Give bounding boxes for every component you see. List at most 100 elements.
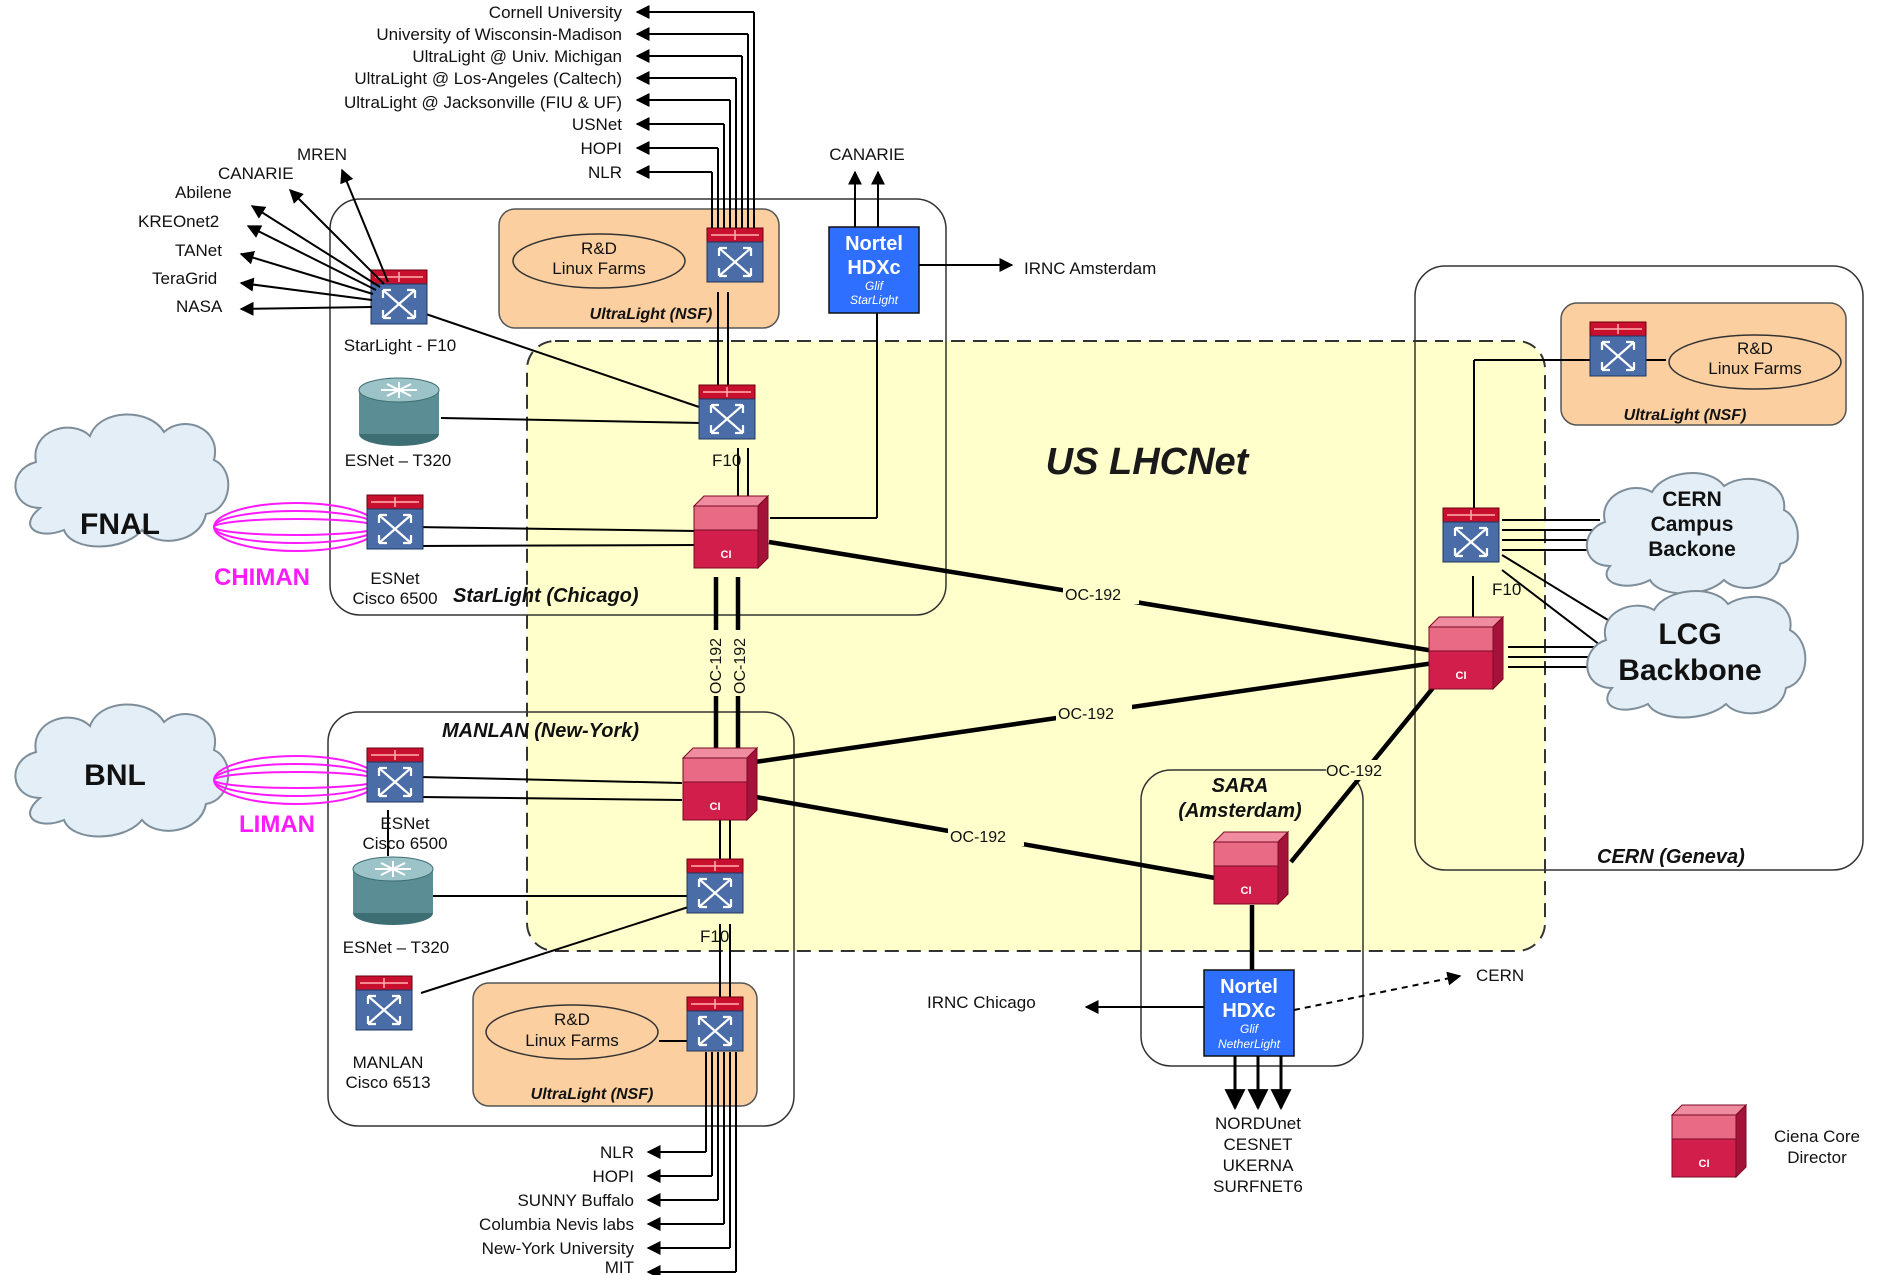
cern-site-box xyxy=(1414,265,1864,871)
chicago-esnet-cisco-switch[interactable] xyxy=(365,493,425,551)
starlight-site-box xyxy=(329,198,947,616)
oc192-label: OC-192 xyxy=(1065,587,1121,604)
svg-text:CI: CI xyxy=(710,801,721,813)
dest-label: UltraLight @ Univ. Michigan xyxy=(412,47,622,66)
newyork-cisco6500-label: Cisco 6500 xyxy=(362,834,447,853)
oc192-label: OC-192 xyxy=(1058,706,1114,723)
chiman-label: CHIMAN xyxy=(214,564,310,591)
fnal-cloud: FNAL xyxy=(14,413,230,548)
farm-label-1: R&D xyxy=(554,1010,590,1029)
cern-f10-switch[interactable] xyxy=(1441,506,1501,564)
newyork-f10-switch[interactable] xyxy=(685,857,745,915)
oc192-label: OC-192 xyxy=(732,638,749,694)
nortel-starlight-arrows xyxy=(848,170,1014,272)
ultralight-label: UltraLight (NSF) xyxy=(590,306,713,323)
ultralight-chicago-switch[interactable] xyxy=(705,226,765,284)
lcg-label-1: LCG xyxy=(1658,618,1721,651)
manlan-site-label: MANLAN (New-York) xyxy=(442,720,639,742)
cern-dest-label: CERN xyxy=(1476,966,1524,985)
svg-text:Glif: Glif xyxy=(865,279,885,293)
svg-text:CI: CI xyxy=(1699,1158,1710,1170)
canarie-top-label: CANARIE xyxy=(829,145,905,164)
lcg-label-2: Backbone xyxy=(1618,654,1761,687)
oc192-label: OC-192 xyxy=(1326,763,1382,780)
peer-label: TANet xyxy=(175,241,222,260)
svg-text:HDXc: HDXc xyxy=(1222,1000,1275,1022)
sara-site-box xyxy=(1140,769,1364,1067)
nortel-netherlight-arrows xyxy=(1084,971,1462,1111)
dest-label: Columbia Nevis labs xyxy=(479,1215,634,1234)
chicago-esnet-label: ESNet xyxy=(370,569,419,588)
svg-text:CI: CI xyxy=(721,549,732,561)
nortel-hdxc-netherlight[interactable]: Nortel HDXc Glif NetherLight xyxy=(1203,969,1295,1057)
dest-label: USNet xyxy=(572,115,622,134)
bottom-destination-lines xyxy=(646,1052,737,1275)
top-destination-lines xyxy=(635,5,755,228)
newyork-esnet-cisco-switch[interactable] xyxy=(365,746,425,804)
chicago-cisco6500-label: Cisco 6500 xyxy=(352,589,437,608)
newyork-ciena-director[interactable]: CI xyxy=(682,747,758,821)
starlight-peer-labels: MREN CANARIE Abilene KREOnet2 TANet Tera… xyxy=(138,145,347,316)
nordic-label: SURFNET6 xyxy=(1213,1177,1303,1196)
sara-ciena-director[interactable]: CI xyxy=(1213,831,1289,905)
starlight-site-label: StarLight (Chicago) xyxy=(453,585,639,607)
ultralight-cern-switch[interactable] xyxy=(1588,320,1648,378)
dest-label: HOPI xyxy=(592,1167,634,1186)
nortel-hdxc-starlight[interactable]: Nortel HDXc Glif StarLight xyxy=(828,226,920,314)
svg-text:StarLight: StarLight xyxy=(850,293,899,307)
dest-label: NLR xyxy=(588,163,622,182)
chicago-esnet-t320-label: ESNet – T320 xyxy=(345,451,451,470)
manlan-cisco6513-label: Cisco 6513 xyxy=(345,1073,430,1092)
legend-label-1: Ciena Core xyxy=(1774,1127,1860,1146)
nordic-destination-labels: NORDUnet CESNET UKERNA SURFNET6 xyxy=(1213,1114,1303,1196)
starlight-f10-label: StarLight - F10 xyxy=(344,336,456,355)
farm-label-2: Linux Farms xyxy=(525,1031,619,1050)
farm-label-1: R&D xyxy=(1737,339,1773,358)
svg-text:NetherLight: NetherLight xyxy=(1218,1037,1281,1051)
oc192-label: OC-192 xyxy=(950,829,1006,846)
peer-label: NASA xyxy=(176,297,223,316)
svg-text:Nortel: Nortel xyxy=(845,233,903,255)
starlight-peer-lines xyxy=(239,168,389,316)
peer-label: TeraGrid xyxy=(152,269,217,288)
chicago-ciena-director[interactable]: CI xyxy=(693,495,769,569)
bottom-destination-labels: NLR HOPI SUNNY Buffalo Columbia Nevis la… xyxy=(479,1143,634,1275)
cern-campus-label-2: Campus xyxy=(1651,513,1734,536)
lhcnet-title: US LHCNet xyxy=(1046,441,1250,483)
dest-label: University of Wisconsin-Madison xyxy=(376,25,622,44)
top-destination-labels: Cornell University University of Wiscons… xyxy=(344,3,622,182)
peer-label: Abilene xyxy=(175,183,232,202)
dest-label: UltraLight @ Los-Angeles (Caltech) xyxy=(354,69,622,88)
peer-label: MREN xyxy=(297,145,347,164)
dest-label: SUNNY Buffalo xyxy=(517,1191,634,1210)
dest-label: NLR xyxy=(600,1143,634,1162)
newyork-esnet-label: ESNet xyxy=(380,814,429,833)
legend-label-2: Director xyxy=(1787,1148,1847,1167)
chicago-f10-label: F10 xyxy=(712,451,741,470)
ultralight-label: UltraLight (NSF) xyxy=(531,1086,654,1103)
cern-site-label: CERN (Geneva) xyxy=(1597,846,1745,868)
manlan-site-box xyxy=(327,711,795,1127)
svg-text:Nortel: Nortel xyxy=(1220,976,1278,998)
ultralight-newyork-switch[interactable] xyxy=(685,995,745,1053)
peer-label: CANARIE xyxy=(218,164,294,183)
oc192-label: OC-192 xyxy=(708,638,725,694)
chicago-esnet-t320-router[interactable] xyxy=(358,377,440,447)
nordic-label: UKERNA xyxy=(1223,1156,1295,1175)
chicago-f10-switch[interactable] xyxy=(697,383,757,441)
irnc-chicago-label: IRNC Chicago xyxy=(927,993,1036,1012)
nordic-label: NORDUnet xyxy=(1215,1114,1301,1133)
svg-text:HDXc: HDXc xyxy=(847,257,900,279)
manlan-cisco6513-switch[interactable] xyxy=(354,974,414,1032)
peer-label: KREOnet2 xyxy=(138,212,219,231)
ultralight-label: UltraLight (NSF) xyxy=(1624,407,1747,424)
legend-ciena-director: CI xyxy=(1671,1104,1747,1178)
cern-campus-label-1: CERN xyxy=(1662,488,1722,511)
sara-site-label-1: SARA xyxy=(1212,775,1269,797)
cern-ciena-director[interactable]: CI xyxy=(1428,616,1504,690)
thin-links xyxy=(387,292,1698,1042)
chiman-link xyxy=(213,502,379,552)
newyork-esnet-t320-router[interactable] xyxy=(352,856,434,926)
dest-label: UltraLight @ Jacksonville (FIU & UF) xyxy=(344,93,622,112)
farm-label-1: R&D xyxy=(581,239,617,258)
